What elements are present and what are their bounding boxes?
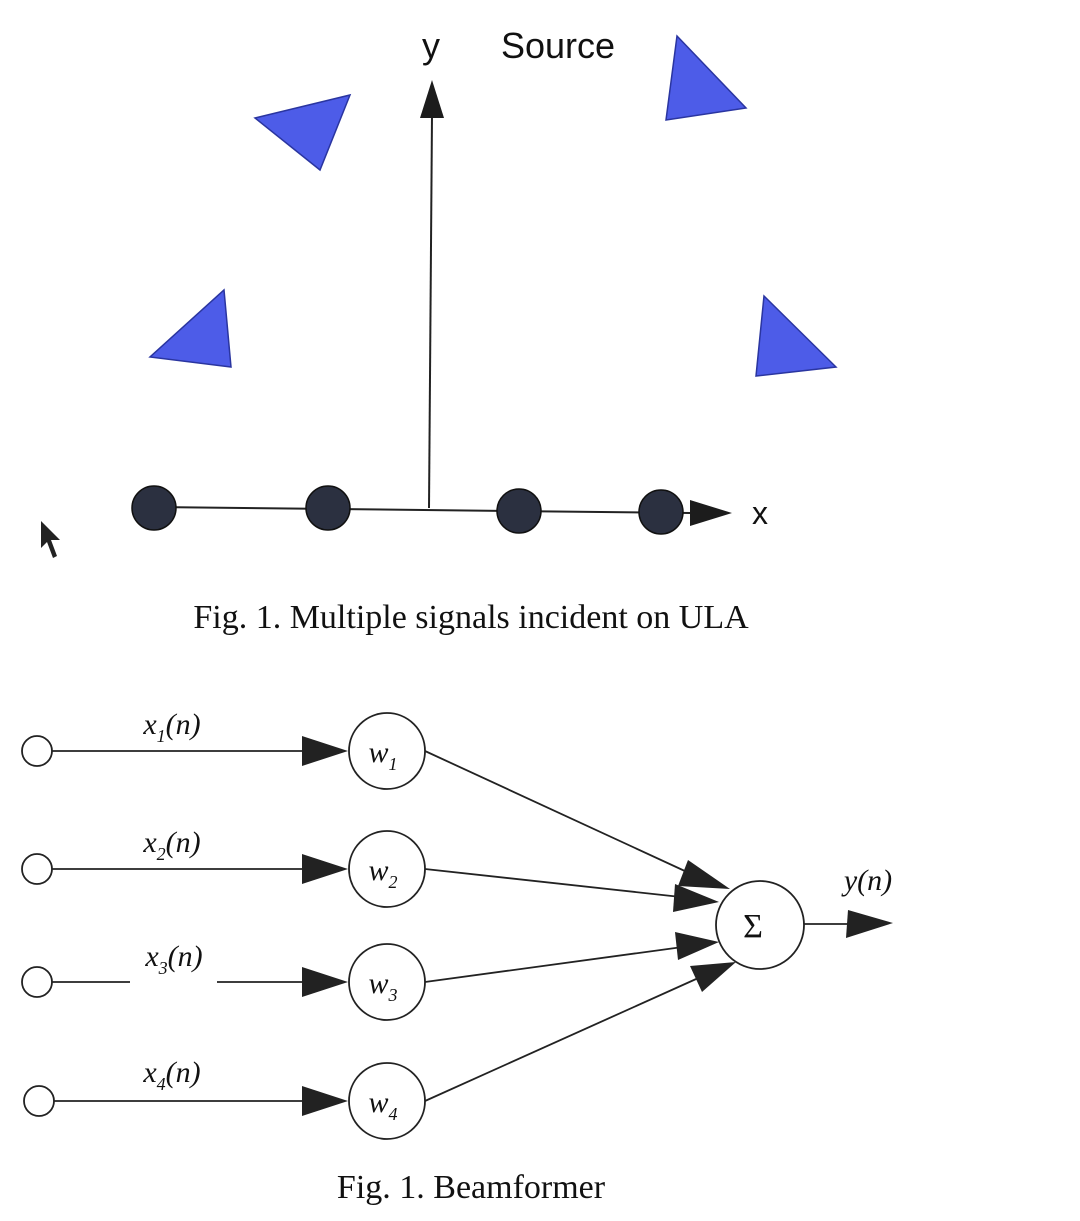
- signal-source: [665, 34, 748, 121]
- source-label: Source: [501, 25, 615, 66]
- input-arrowhead: [302, 967, 348, 997]
- x-axis-arrowhead: [690, 500, 732, 526]
- sum-input-arrowhead: [673, 884, 719, 912]
- signal-source: [148, 288, 232, 368]
- weight-label: w3: [368, 967, 397, 1005]
- output-arrowhead: [846, 910, 893, 938]
- weight-label: w1: [368, 736, 397, 774]
- input-node: [21, 853, 53, 885]
- weight-label: w4: [368, 1086, 397, 1124]
- y-axis-label: y: [422, 25, 440, 66]
- weight-to-sum-line: [424, 750, 701, 879]
- weight-to-sum-line: [424, 868, 691, 899]
- sensor-element: [131, 485, 177, 531]
- sensor-element: [305, 485, 351, 531]
- input-node: [21, 966, 53, 998]
- input-node: [23, 1085, 55, 1117]
- figure-ula: y Source x Fig. 1. Multiple signals inci…: [41, 25, 838, 636]
- sensor-element: [496, 488, 542, 534]
- y-axis-line: [428, 114, 433, 509]
- figure-beamformer: x1(n) w1 x2(n) w2 x3(n) w3 x4(n) w4: [21, 708, 893, 1206]
- input-label: x1(n): [142, 708, 200, 746]
- weight-to-sum-line: [424, 945, 691, 983]
- mouse-cursor-icon: [41, 521, 60, 558]
- x-axis-label: x: [752, 495, 768, 531]
- input-label: x3(n): [144, 940, 202, 978]
- sum-input-arrowhead: [690, 962, 736, 992]
- input-arrowhead: [302, 1086, 348, 1116]
- weight-to-sum-line: [424, 974, 706, 1102]
- input-arrowhead: [302, 854, 348, 884]
- sum-input-arrowhead: [675, 932, 719, 960]
- x-axis-line: [153, 506, 691, 514]
- weight-label: w2: [368, 854, 397, 892]
- input-label: x2(n): [142, 826, 200, 864]
- signal-source: [253, 93, 352, 172]
- output-label: y(n): [841, 864, 892, 897]
- signal-source: [755, 294, 838, 377]
- input-label: x4(n): [142, 1056, 200, 1094]
- summer-node: [715, 880, 805, 970]
- figure-1-caption: Fig. 1. Multiple signals incident on ULA: [193, 599, 749, 636]
- input-arrowhead: [302, 736, 348, 766]
- input-node: [21, 735, 53, 767]
- y-axis-arrowhead: [420, 80, 444, 118]
- figure-2-caption: Fig. 1. Beamformer: [337, 1169, 606, 1206]
- sensor-element: [638, 489, 684, 535]
- sum-input-arrowhead: [678, 860, 730, 889]
- summer-symbol: Σ: [743, 908, 763, 945]
